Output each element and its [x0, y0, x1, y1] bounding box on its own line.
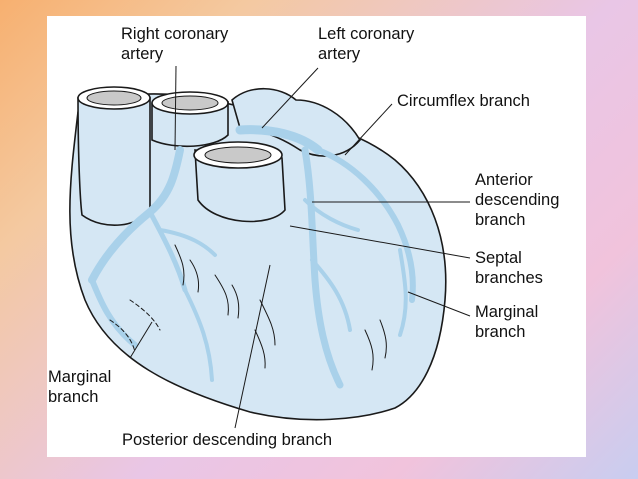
central-aorta-root	[194, 149, 286, 223]
label-marginal-branch-left: Marginal branch	[48, 368, 112, 406]
label-septal-branches: Septal branches	[475, 249, 543, 287]
label-anterior-descending-branch: Anterior descending branch	[475, 171, 560, 229]
leader-lines	[129, 65, 471, 429]
aorta-vessel	[77, 97, 151, 226]
anterior-descending-vessel	[301, 146, 344, 389]
label-marginal-branch-right: Marginal branch	[475, 303, 539, 341]
label-posterior-descending-branch: Posterior descending branch	[122, 431, 333, 449]
left-atrium	[231, 88, 361, 157]
marginal-branch-left-vessel	[89, 277, 138, 348]
label-circumflex-branch: Circumflex branch	[397, 92, 530, 110]
marginal-branch-right-vessel	[398, 248, 408, 337]
septal-branches-vessel	[303, 198, 360, 232]
circumflex-branch-vessel	[315, 147, 416, 303]
coronary-vessels	[88, 125, 416, 389]
label-right-coronary-artery: Right coronary artery	[121, 25, 229, 63]
left-coronary-artery-vessel	[235, 125, 323, 155]
fine-branches	[109, 244, 387, 371]
label-left-coronary-artery: Left coronary artery	[318, 25, 415, 63]
